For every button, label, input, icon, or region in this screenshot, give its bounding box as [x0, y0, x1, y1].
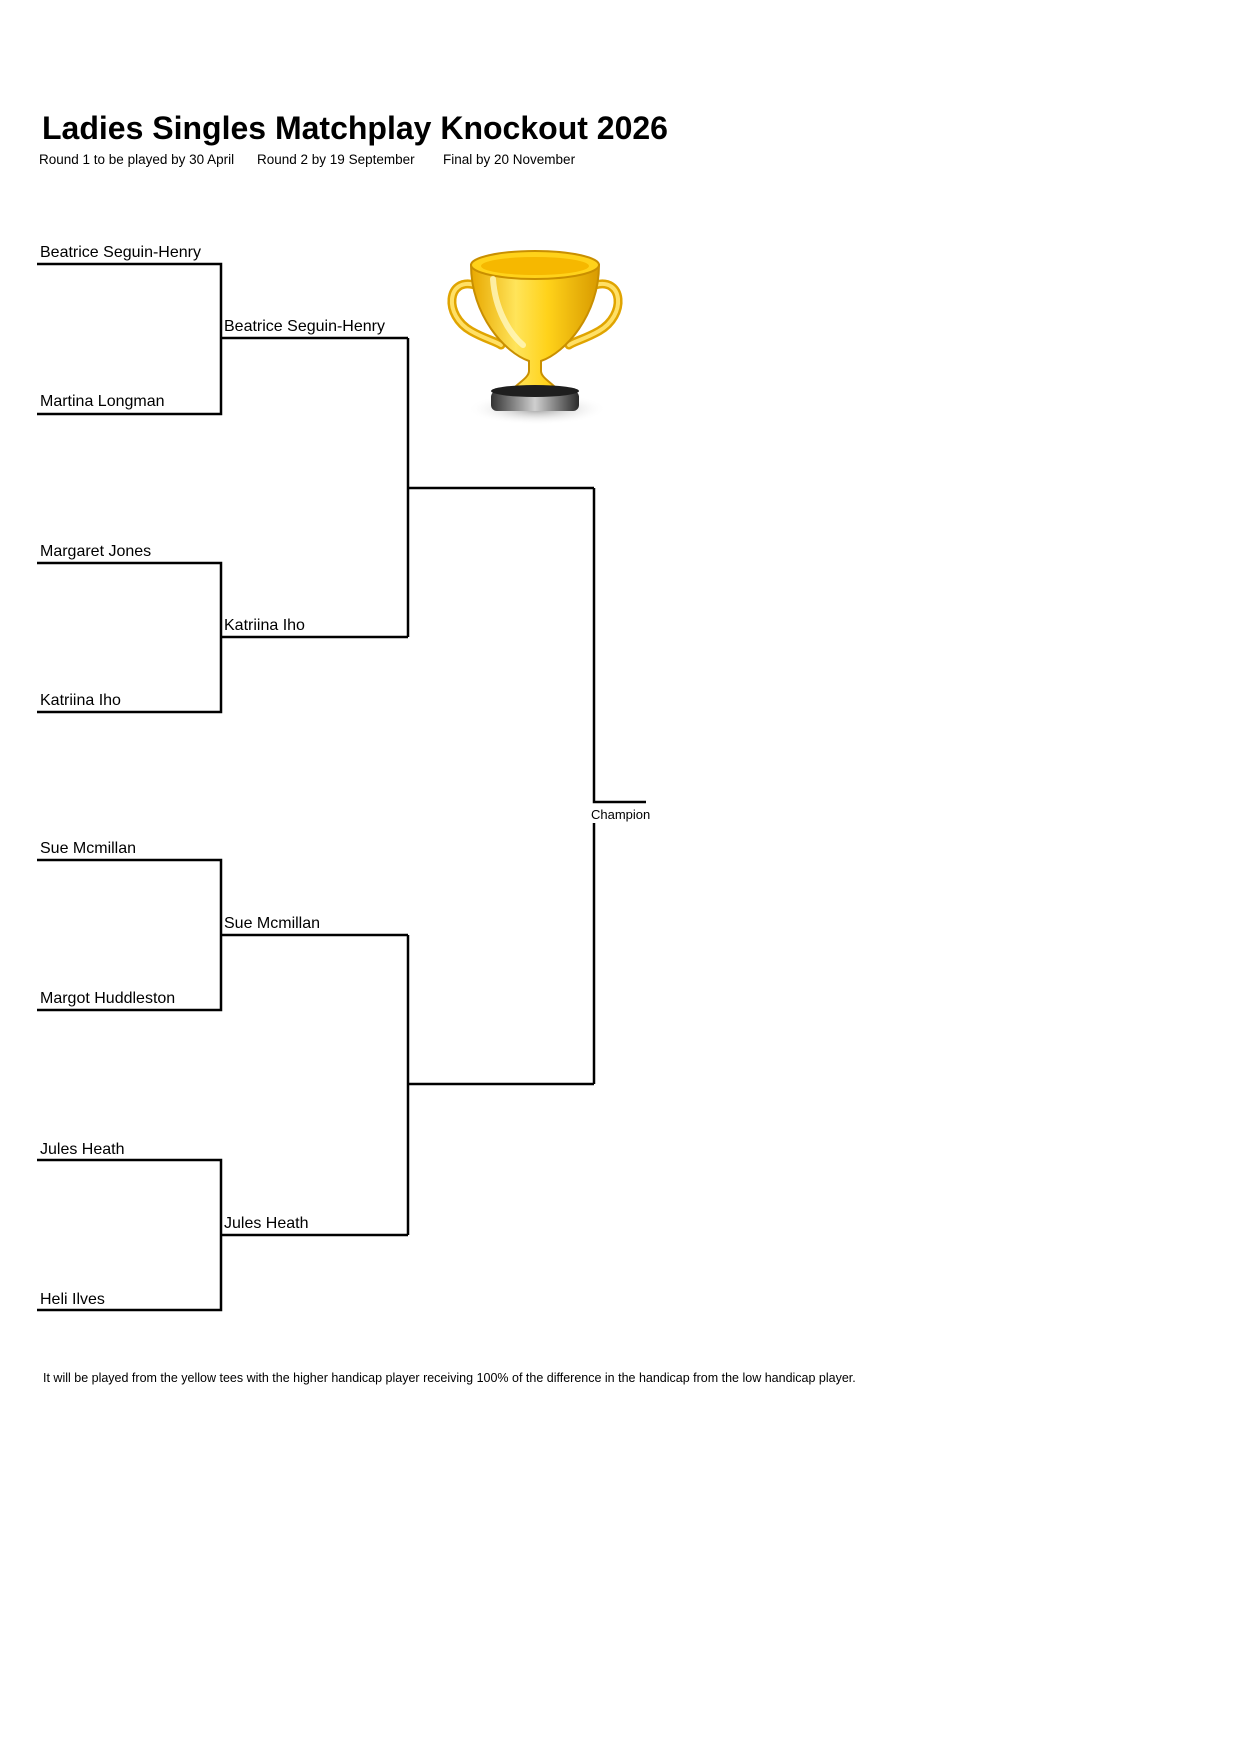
r2-player-4: Jules Heath [224, 1215, 309, 1232]
r2-player-3: Sue Mcmillan [224, 915, 321, 932]
r1-player-6: Margot Huddleston [40, 990, 176, 1007]
bracket-pair-2 [37, 561, 408, 714]
footer-note: It will be played from the yellow tees w… [43, 1371, 856, 1385]
r2-player-1: Beatrice Seguin-Henry [224, 318, 385, 335]
r1-player-3: Margaret Jones [40, 543, 152, 560]
r1-player-1: Beatrice Seguin-Henry [40, 244, 201, 261]
bracket-semi-1 [406, 338, 594, 637]
bracket-final [592, 488, 646, 1084]
page-title: Ladies Singles Matchplay Knockout 2026 [42, 110, 668, 146]
r1-player-7: Jules Heath [40, 1141, 125, 1158]
r1-player-2: Martina Longman [40, 393, 165, 410]
r2-player-2: Katriina Iho [224, 617, 305, 634]
r1-player-5: Sue Mcmillan [40, 840, 137, 857]
round1-deadline: Round 1 to be played by 30 April [39, 152, 235, 167]
r1-player-4: Katriina Iho [40, 692, 121, 709]
bracket-semi-2 [406, 935, 594, 1235]
bracket-pair-4 [37, 1158, 408, 1312]
champion-label: Champion [591, 807, 651, 822]
bracket-pair-3 [37, 858, 408, 1012]
final-deadline: Final by 20 November [443, 152, 576, 167]
r1-player-8: Heli Ilves [40, 1291, 105, 1308]
bracket-pair-1 [37, 262, 408, 416]
round2-deadline: Round 2 by 19 September [257, 152, 415, 167]
trophy-icon [447, 250, 623, 425]
